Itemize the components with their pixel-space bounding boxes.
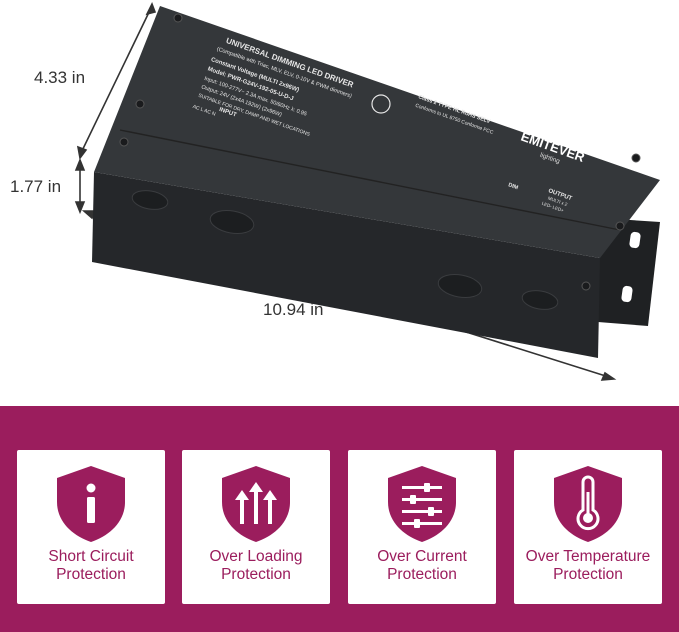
lid-screws: [119, 13, 641, 291]
feature-label-line2: Protection: [553, 566, 623, 583]
input-label: INPUT: [218, 107, 237, 119]
height-dimension-label: 4.33 in: [34, 68, 86, 87]
output-sub: MULTI x 2: [547, 195, 568, 207]
feature-label-line1: Over Temperature: [525, 548, 651, 565]
ul-logo-icon: [371, 94, 391, 114]
features-band: Short Circuit Protection Over Loading Pr…: [0, 406, 679, 632]
feature-label-line1: Short Circuit: [48, 548, 134, 565]
driver-top-face: [94, 6, 660, 258]
feature-card-short-circuit: Short Circuit Protection: [17, 450, 165, 604]
feature-card-over-loading: Over Loading Protection: [182, 450, 330, 604]
sliders-shield-icon: [388, 466, 456, 542]
length-dimension-label: 10.94 in: [263, 300, 324, 319]
dim-terminal-label: DIM: [507, 182, 519, 191]
feature-label: Over Current Protection: [348, 548, 496, 584]
feature-label: Over Temperature Protection: [514, 548, 662, 584]
feature-label-line2: Protection: [56, 566, 126, 583]
led-driver-illustration: UNIVERSAL DIMMING LED DRIVER (Compatible…: [74, 2, 660, 381]
feature-label-line1: Over Loading: [209, 548, 303, 565]
info-shield-icon: [57, 466, 125, 542]
feature-card-over-temperature: Over Temperature Protection: [514, 450, 662, 604]
feature-card-over-current: Over Current Protection: [348, 450, 496, 604]
depth-dimension-label: 1.77 in: [10, 177, 62, 196]
feature-label-line2: Protection: [221, 566, 291, 583]
mounting-bracket: [598, 218, 660, 326]
product-image-area: UNIVERSAL DIMMING LED DRIVER (Compatible…: [10, 2, 660, 381]
thermometer-shield-icon: [554, 466, 622, 542]
feature-label-line2: Protection: [387, 566, 457, 583]
feature-label-line1: Over Current: [377, 548, 467, 565]
feature-label: Over Loading Protection: [182, 548, 330, 584]
arrows-up-shield-icon: [222, 466, 290, 542]
feature-label: Short Circuit Protection: [17, 548, 165, 584]
